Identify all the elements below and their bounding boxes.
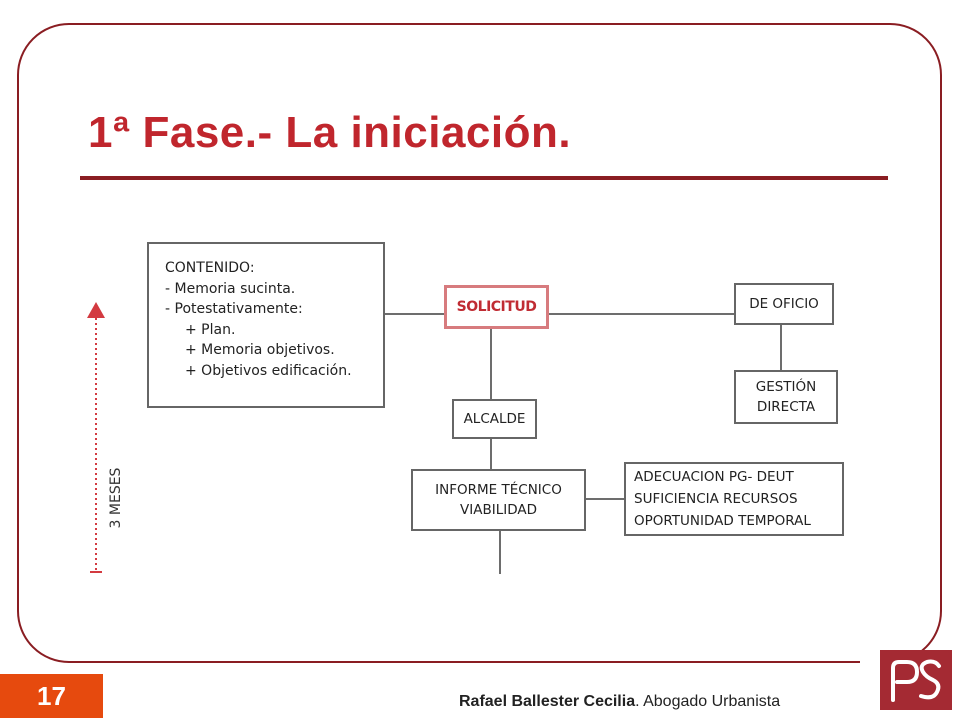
timeline-label: 3 MESES xyxy=(108,467,124,529)
contenido-item: - Memoria sucinta. xyxy=(165,280,296,297)
solicitud-label: SOLICITUD xyxy=(456,299,537,315)
alcalde-label: ALCALDE xyxy=(463,411,526,427)
slide-title: 1ª Fase.- La iniciación. xyxy=(88,108,572,157)
contenido-subitem: + Memoria objetivos. xyxy=(185,342,335,358)
contenido-subitem: + Objetivos edificación. xyxy=(185,362,352,379)
alcalde-box: ALCALDE xyxy=(452,399,537,439)
page-number: 17 xyxy=(37,680,66,711)
connector-contenido-solicitud xyxy=(385,313,445,315)
informe-tecnico-line: INFORME TÉCNICO xyxy=(435,482,562,498)
footer-author: Rafael Ballester Cecilia xyxy=(459,693,636,710)
contenido-box: CONTENIDO: - Memoria sucinta. - Potestat… xyxy=(147,242,385,408)
gestion-directa-line: GESTIÓN xyxy=(755,379,817,395)
connector-solicitud-alcalde xyxy=(490,329,492,399)
adecuacion-box: ADECUACION PG- DEUT SUFICIENCIA RECURSOS… xyxy=(624,462,844,536)
footer-credit: Rafael Ballester Cecilia. Abogado Urbani… xyxy=(459,693,780,711)
de-oficio-box: DE OFICIO xyxy=(734,283,834,325)
connector-informe-down xyxy=(499,530,501,574)
contenido-item: - Potestativamente: xyxy=(165,301,303,317)
footer-separator: . xyxy=(635,693,644,710)
connector-solicitud-oficio xyxy=(549,313,734,315)
ps-logo-mark xyxy=(891,659,941,702)
connector-alcalde-informe xyxy=(490,439,492,469)
timeline-arrowhead xyxy=(87,302,105,318)
footer-role: Abogado Urbanista xyxy=(643,693,781,710)
contenido-subitem: + Plan. xyxy=(185,321,236,338)
gestion-directa-line: DIRECTA xyxy=(756,399,816,415)
connector-oficio-gestion xyxy=(780,325,782,370)
page-number-badge: 17 xyxy=(0,674,103,718)
solicitud-box: SOLICITUD xyxy=(444,285,549,329)
gestion-directa-box: GESTIÓN DIRECTA xyxy=(734,370,838,424)
informe-tecnico-line: VIABILIDAD xyxy=(460,502,537,518)
adecuacion-line: OPORTUNIDAD TEMPORAL xyxy=(634,513,811,529)
de-oficio-label: DE OFICIO xyxy=(749,296,819,312)
connector-informe-adecuacion xyxy=(585,498,625,500)
adecuacion-line: ADECUACION PG- DEUT xyxy=(634,469,794,485)
ps-logo-icon xyxy=(880,650,952,710)
title-underline xyxy=(80,176,888,180)
timeline-arrow xyxy=(87,302,105,573)
slide-frame xyxy=(17,23,942,663)
contenido-heading: CONTENIDO: xyxy=(165,260,255,276)
adecuacion-line: SUFICIENCIA RECURSOS xyxy=(634,491,798,507)
informe-tecnico-box: INFORME TÉCNICO VIABILIDAD xyxy=(411,469,586,531)
